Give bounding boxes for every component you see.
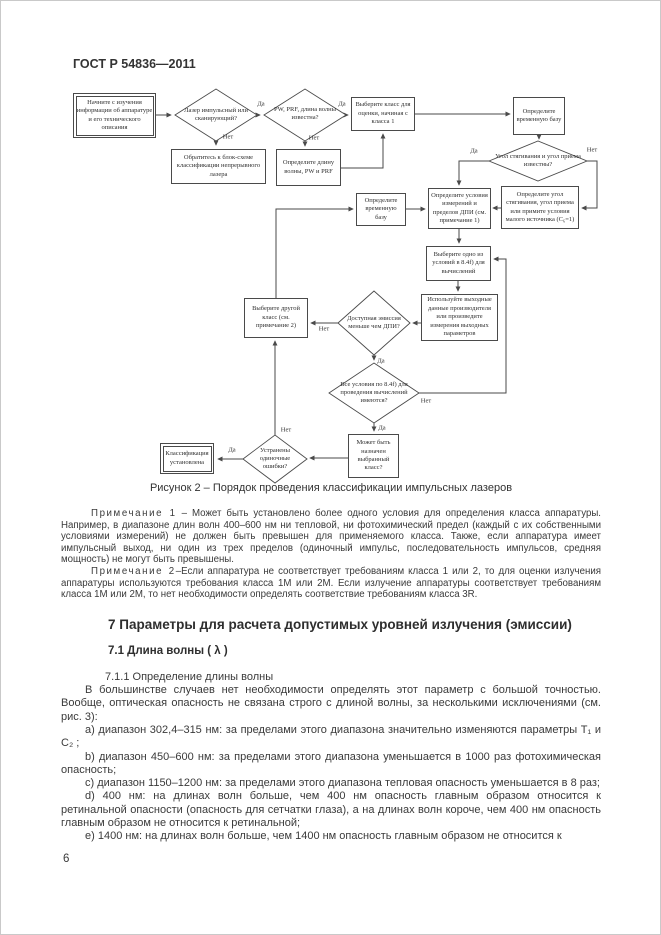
branch-label-no: Нет — [420, 397, 432, 405]
branch-label-yes: Да — [338, 100, 346, 108]
flow-node-determine-angle: Определите угол стягивания, угол приема … — [501, 186, 579, 229]
branch-label-no: Нет — [222, 133, 234, 141]
flow-decision-laser-pulsed: Лазер импульсный или сканирующий? — [184, 106, 248, 122]
list-item-a: a) диапазон 302,4–315 нм: за пределами э… — [61, 723, 601, 750]
figure-2-flowchart: Начните с изучения информации об аппарат… — [61, 81, 660, 484]
flow-decision-all-conditions: Все условия по 8.4f) для проведения вычи… — [340, 380, 408, 405]
flow-node-use-manufacturer-data: Используйте выходные данные производител… — [421, 294, 498, 341]
page-content: Рисунок 2 – Порядок проведения классифик… — [61, 482, 601, 844]
branch-label-no: Нет — [280, 426, 292, 434]
decision-angle-known-shape — [487, 140, 589, 182]
list-item-d: d) 400 нм: на длинах волн больше, чем 40… — [61, 790, 601, 830]
flow-node-select-class-1: Выберите класс для оценки, начиная с кла… — [351, 97, 415, 131]
flow-decision-pw-prf-known: PW, PRF, длина волны известна? — [274, 105, 336, 121]
standard-number-header: ГОСТ Р 54836—2011 — [73, 57, 196, 71]
list-item-e: e) 1400 нм: на длинах волн больше, чем 1… — [85, 830, 562, 843]
decision-emission-below-ael-shape — [337, 290, 411, 356]
branch-label-no: Нет — [308, 134, 320, 142]
flow-node-start: Начните с изучения информации об аппарат… — [73, 93, 156, 138]
flow-node-measurement-conditions: Определите условия измерений и пределов … — [428, 188, 491, 229]
list-item-c: c) диапазон 1150–1200 нм: за пределами э… — [85, 777, 600, 790]
paragraph-intro: В большинстве случаев нет необходимости … — [61, 684, 601, 723]
flow-decision-emission-below-ael: Доступная эмиссия меньше чем ДПИ? — [347, 314, 401, 330]
flow-decision-single-faults: Устранены одиночные ошибки? — [259, 446, 291, 471]
flow-node-cw-flowchart: Обратитесь к блок-схеме классификации не… — [171, 149, 266, 184]
figure-caption: Рисунок 2 – Порядок проведения классифик… — [149, 482, 513, 494]
section-7-1-1-heading: 7.1.1 Определение длины волны — [105, 670, 274, 683]
branch-label-yes: Да — [228, 446, 236, 454]
decision-laser-pulsed-shape — [174, 88, 258, 142]
note-2-label: Примечание 2 — [91, 565, 176, 577]
branch-label-yes: Да — [377, 357, 385, 365]
branch-label-no: Нет — [586, 146, 598, 154]
decision-single-faults-shape — [242, 434, 308, 484]
flow-node-classification-established: Классификация установлена — [160, 443, 214, 474]
section-7-heading: 7 Параметры для расчета допустимых уровн… — [108, 616, 572, 632]
flow-node-class-assignable: Может быть назначен выбранный класс? — [348, 434, 399, 478]
decision-all-conditions-shape — [328, 362, 420, 424]
note-1-label: Примечание 1 — [91, 508, 177, 519]
note-1: Примечание 1 – Может быть установлено бо… — [61, 508, 601, 566]
note-2: Примечание 2–Если аппаратура не соответс… — [61, 566, 601, 601]
branch-label-yes: Да — [257, 100, 265, 108]
section-7-1-heading: 7.1 Длина волны ( λ ) — [108, 644, 228, 657]
note-1-text: – Может быть установлено более одного ус… — [61, 508, 601, 566]
flow-node-choose-condition: Выберите одно из условий в 8.4f) для выч… — [426, 246, 491, 281]
flow-node-start-label: Начните с изучения информации об аппарат… — [76, 98, 153, 131]
flowchart-connectors-and-diamonds — [156, 88, 598, 484]
branch-label-yes: Да — [378, 424, 386, 432]
flow-node-determine-wavelength: Определите длину волны, PW и PRF — [276, 149, 341, 186]
branch-label-yes: Да — [470, 147, 478, 155]
flow-node-select-other-class: Выберите другой класс (см. примечание 2) — [244, 298, 308, 338]
flow-node-time-base-1: Определите временную базу — [513, 97, 565, 135]
flow-node-time-base-2: Определите временную базу — [356, 193, 406, 226]
flow-decision-angle-known: Угол стягивания и угол приема известны? — [495, 152, 581, 168]
list-item-b: b) диапазон 450–600 нм: за пределами это… — [61, 750, 601, 776]
decision-pw-prf-known-shape — [263, 88, 347, 142]
branch-label-no: Нет — [318, 325, 330, 333]
page-number: 6 — [63, 853, 70, 865]
note-2-text: –Если аппаратура не соответствует требов… — [61, 565, 601, 601]
